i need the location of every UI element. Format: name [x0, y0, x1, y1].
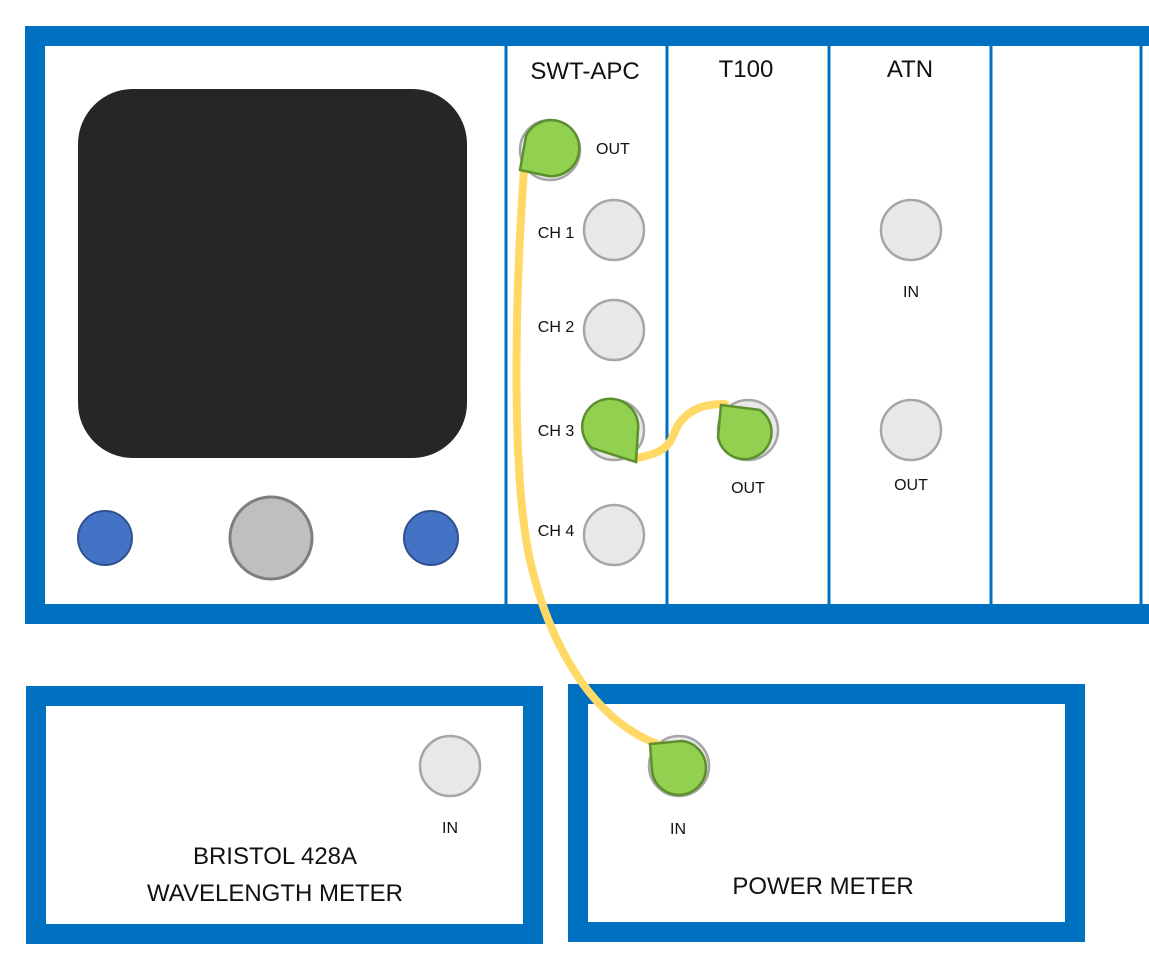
chassis: SWT-APC T100 ATN OUT CH 1 CH 2 CH 3 CH 4…	[25, 26, 1149, 624]
power-meter-frame	[568, 684, 1085, 942]
atn-out-port[interactable]	[879, 398, 943, 462]
fiber-cable-ch3-to-t100[interactable]	[632, 400, 729, 462]
left-button[interactable]	[77, 510, 133, 566]
power-meter-title: POWER METER	[732, 873, 913, 900]
swt-apc-ch4-label: CH 4	[538, 523, 575, 540]
swt-apc-ch1-port[interactable]	[582, 198, 646, 262]
power-meter: IN POWER METER	[568, 684, 1085, 942]
atn-in-port[interactable]	[879, 198, 943, 262]
swt-apc-ch3-label: CH 3	[538, 423, 575, 440]
wavelength-meter-title-line2: WAVELENGTH METER	[147, 880, 403, 907]
display-screen	[78, 89, 467, 458]
wavelength-meter: IN BRISTOL 428A WAVELENGTH METER	[26, 686, 543, 944]
wavelength-meter-in-port[interactable]	[418, 734, 482, 798]
wavelength-meter-in-label: IN	[442, 820, 458, 837]
connector-swt-apc-ch3[interactable]	[580, 397, 640, 464]
module-title-t100: T100	[719, 56, 774, 83]
module-title-atn: ATN	[887, 56, 933, 83]
swt-apc-ch2-label: CH 2	[538, 319, 575, 336]
swt-apc-ch2-port[interactable]	[582, 298, 646, 362]
connector-t100-out[interactable]	[716, 403, 773, 461]
wavelength-meter-title-line1: BRISTOL 428A	[193, 843, 357, 870]
t100-out-label: OUT	[731, 480, 765, 497]
swt-apc-out-label: OUT	[596, 141, 630, 158]
connector-swt-apc-out[interactable]	[518, 118, 581, 178]
swt-apc-ch4-port[interactable]	[582, 503, 646, 567]
module-title-swt-apc: SWT-APC	[530, 58, 639, 85]
right-button[interactable]	[403, 510, 459, 566]
control-knob[interactable]	[228, 495, 314, 581]
atn-out-label: OUT	[894, 477, 928, 494]
atn-in-label: IN	[903, 284, 919, 301]
power-meter-in-label: IN	[670, 821, 686, 838]
swt-apc-ch1-label: CH 1	[538, 225, 575, 242]
connector-power-meter-in[interactable]	[648, 739, 708, 797]
fiber-cable-out-to-power-meter[interactable]	[512, 166, 664, 749]
